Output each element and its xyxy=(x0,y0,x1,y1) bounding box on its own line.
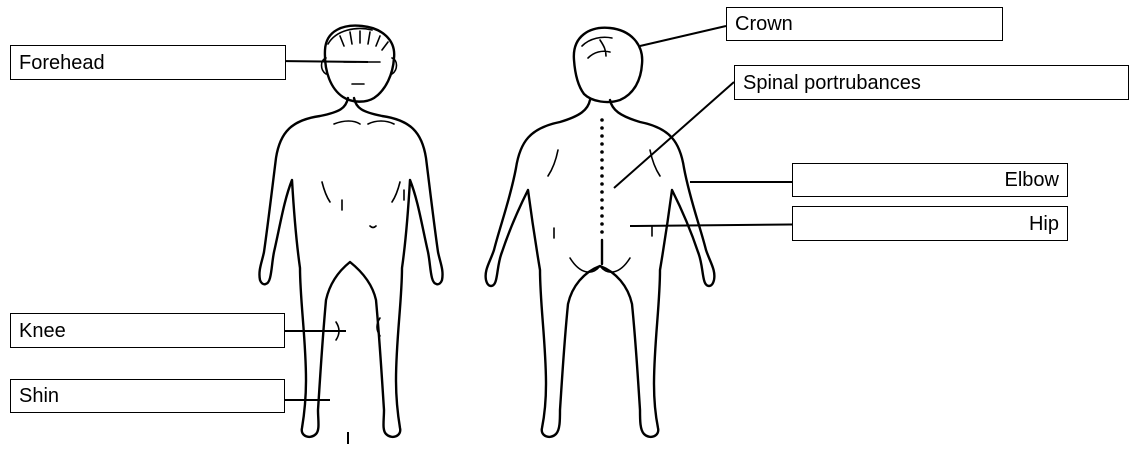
label-shin: Shin xyxy=(10,379,285,413)
front-body-outline xyxy=(259,98,442,437)
label-elbow: Elbow xyxy=(792,163,1068,197)
label-knee: Knee xyxy=(10,313,285,348)
crown-leader xyxy=(640,26,726,46)
label-crown: Crown xyxy=(726,7,1003,41)
front-figure xyxy=(259,26,442,437)
label-spinal-portrubances: Spinal portrubances xyxy=(734,65,1129,100)
back-head xyxy=(574,28,642,102)
back-figure xyxy=(486,28,715,437)
spine-dots xyxy=(600,118,604,234)
spinal-leader xyxy=(614,82,734,188)
label-hip: Hip xyxy=(792,206,1068,241)
label-forehead: Forehead xyxy=(10,45,286,80)
back-body-outline xyxy=(486,100,715,437)
